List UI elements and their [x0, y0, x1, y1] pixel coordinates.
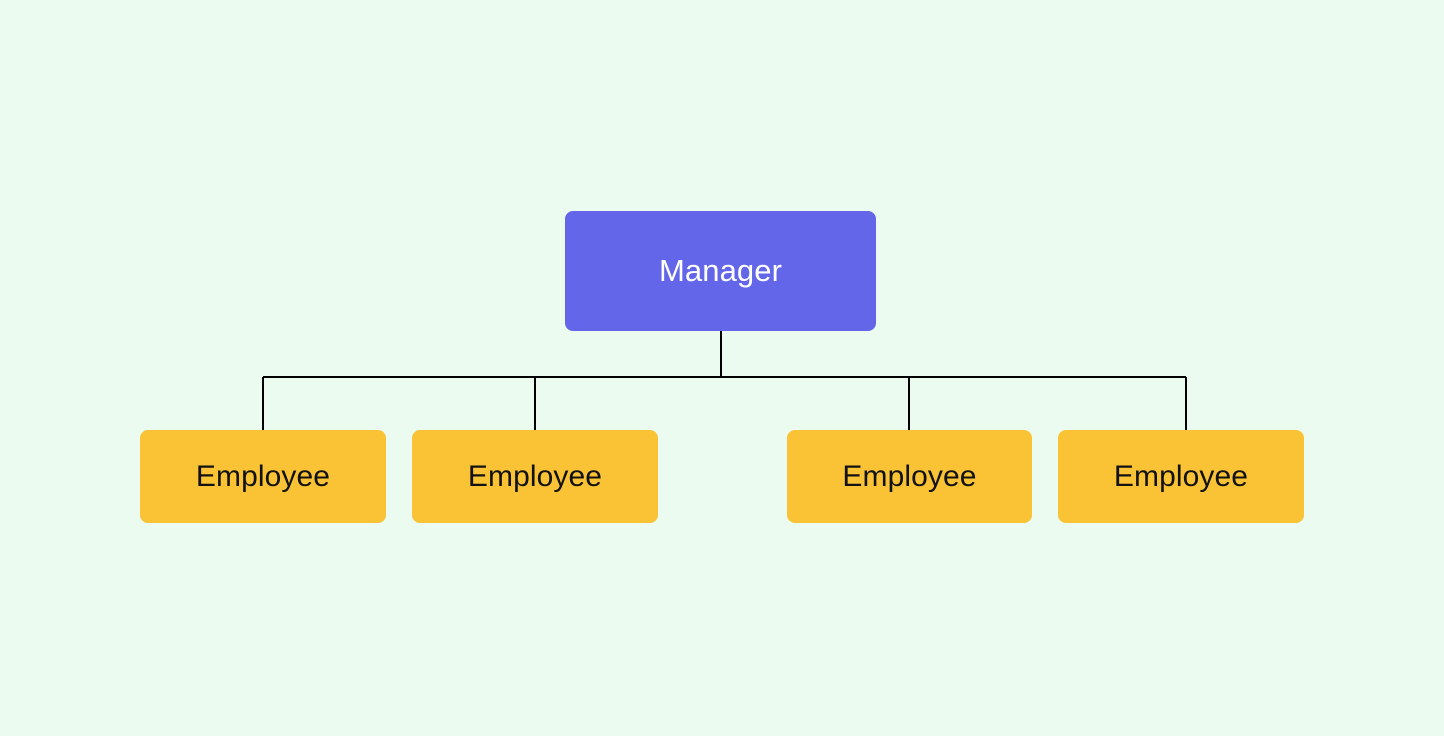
node-manager-label: Manager: [658, 252, 783, 288]
node-employee-2[interactable]: Employee: [412, 430, 658, 523]
node-manager[interactable]: Manager: [565, 211, 876, 331]
node-employee-1-label: Employee: [195, 460, 331, 493]
node-employee-4-label: Employee: [1113, 460, 1249, 493]
node-employee-1[interactable]: Employee: [140, 430, 386, 523]
node-employee-4[interactable]: Employee: [1058, 430, 1304, 523]
node-employee-3[interactable]: Employee: [787, 430, 1032, 523]
node-employee-3-label: Employee: [842, 460, 977, 493]
node-employee-2-label: Employee: [467, 460, 603, 493]
